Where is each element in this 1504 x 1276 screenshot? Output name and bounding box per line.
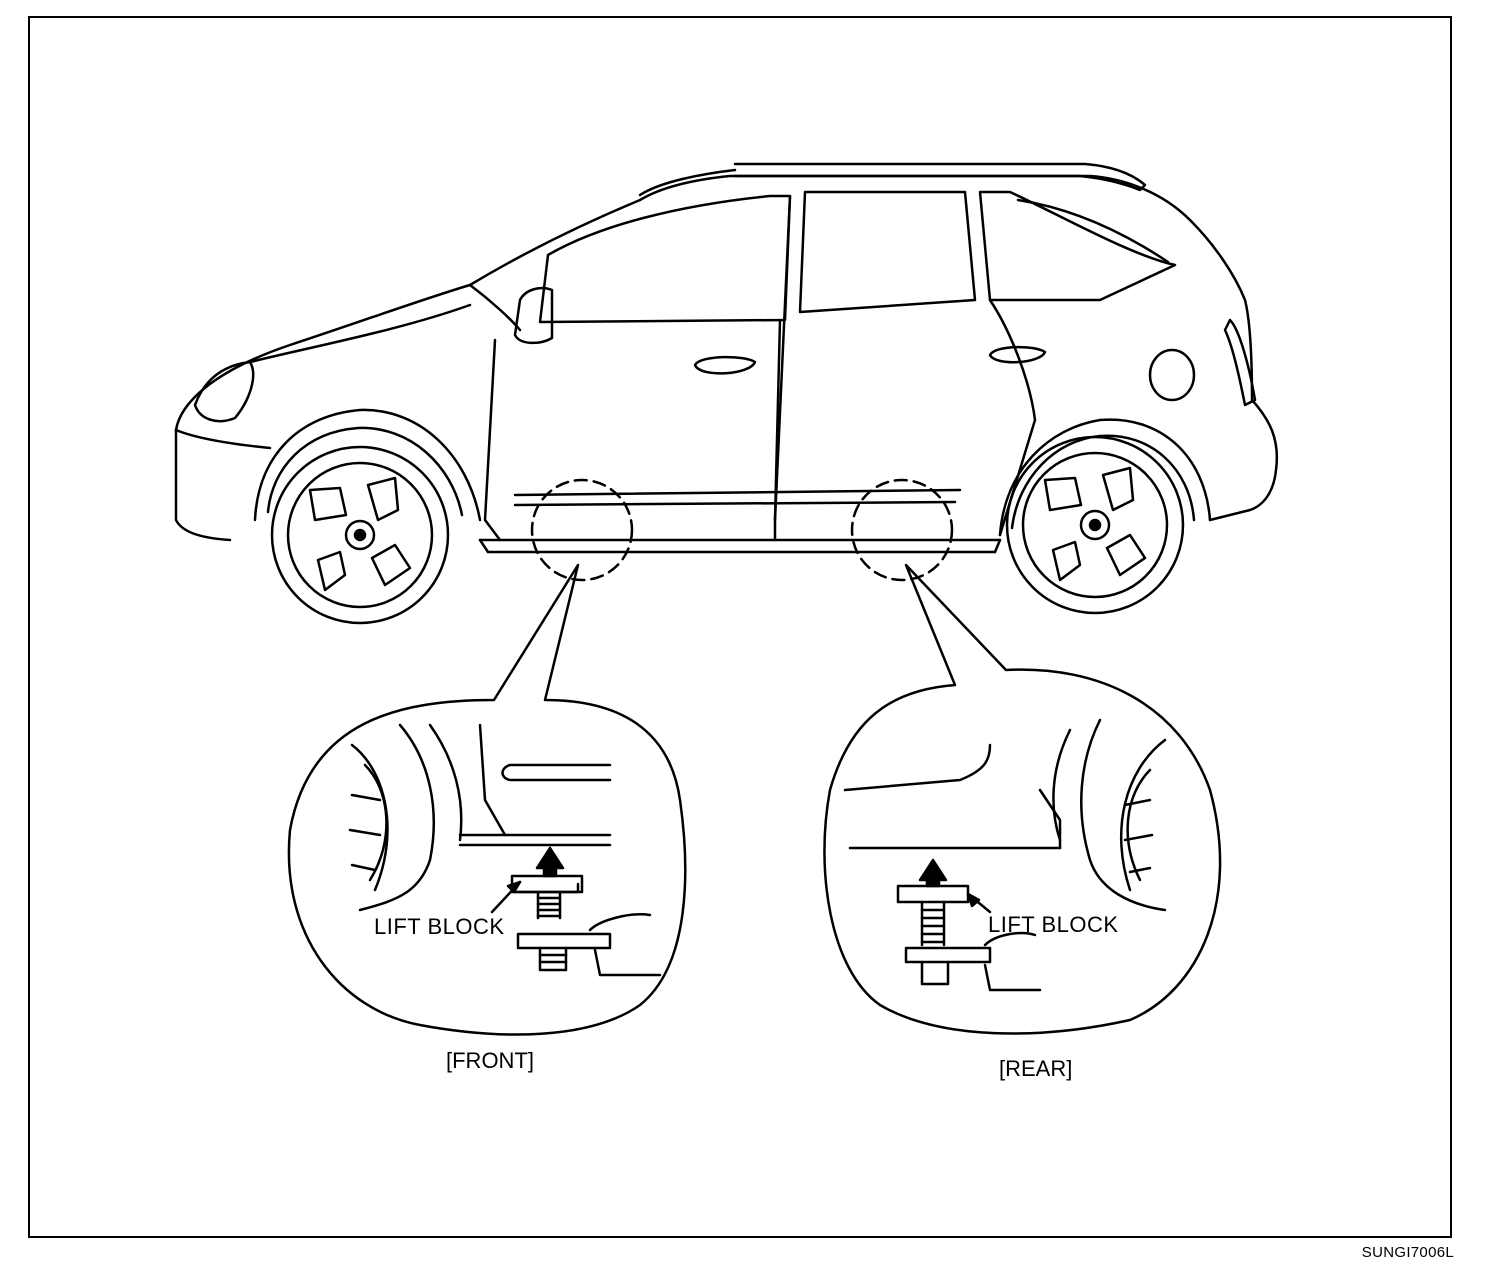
front-caption: [FRONT] <box>446 1048 534 1073</box>
front-lift-point-marker <box>530 478 634 582</box>
figure-frame <box>28 16 1452 1238</box>
front-wheel <box>270 445 450 625</box>
rear-wheel <box>1005 435 1185 615</box>
vehicle-side-view <box>174 162 1279 625</box>
rear-caption: [REAR] <box>999 1056 1073 1081</box>
rear-lift-block-label: LIFT BLOCK <box>988 912 1119 937</box>
front-lift-block-label: LIFT BLOCK <box>374 914 505 939</box>
rear-detail-bubble <box>823 563 1222 1035</box>
rear-lift-point-marker <box>850 478 954 582</box>
figure-code: SUNGI7006L <box>1361 1244 1454 1261</box>
front-detail-bubble <box>287 563 687 1036</box>
